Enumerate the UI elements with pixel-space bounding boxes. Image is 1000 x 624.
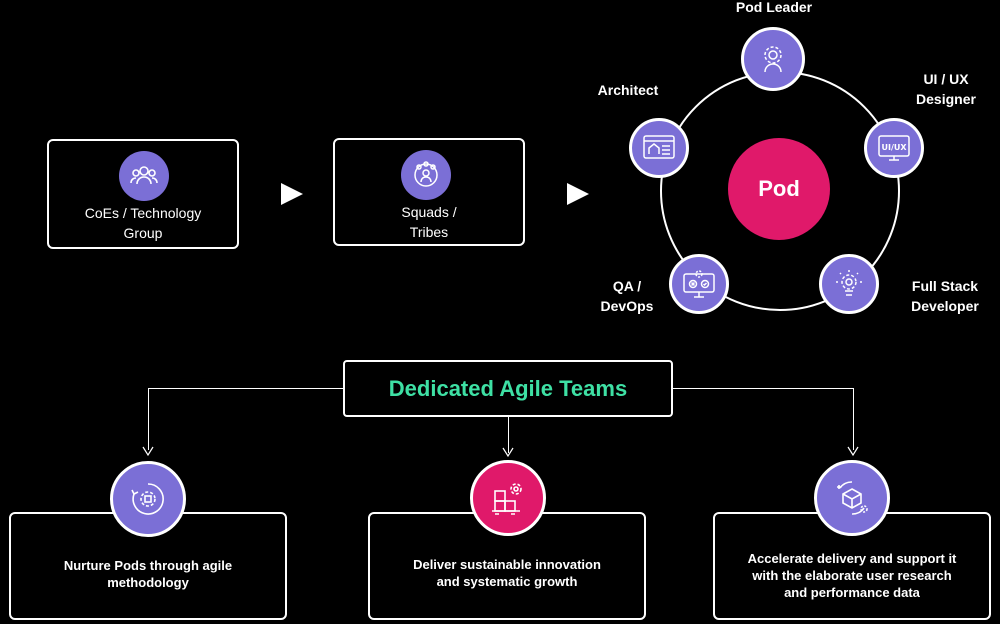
connector-mid-v	[508, 417, 509, 453]
leader-icon	[764, 46, 782, 73]
connector-right-h	[673, 388, 853, 389]
pod-leader-node	[741, 27, 805, 91]
agile-cycle-icon	[110, 461, 186, 537]
pod-leader-label: Pod Leader	[735, 0, 813, 15]
connector-right-v	[853, 388, 854, 450]
svg-text:UI/UX: UI/UX	[881, 143, 907, 152]
group-icon	[119, 151, 169, 201]
flow-arrow-2	[567, 183, 589, 205]
ui-ux-icon: UI/UX	[878, 135, 910, 161]
accelerate-delivery-text: Accelerate delivery and support it with …	[747, 551, 957, 600]
pod-center-label: Pod	[758, 176, 800, 201]
full-stack-node	[819, 254, 879, 314]
monitor-check-icon	[683, 270, 715, 298]
innovation-boxes-icon	[470, 460, 546, 536]
qa-devops-node	[669, 254, 729, 314]
lightbulb-gear-icon	[836, 270, 862, 296]
agile-title-box: Dedicated Agile Teams	[343, 360, 673, 417]
coes-technology-group-box: CoEs / Technology Group	[47, 139, 239, 249]
architect-label: Architect	[597, 82, 659, 98]
blueprint-icon	[643, 135, 675, 159]
agile-title: Dedicated Agile Teams	[388, 375, 628, 401]
flow-arrow-1	[281, 183, 303, 205]
ui-ux-label: UI / UX Designer	[916, 71, 976, 107]
squad-icon	[401, 150, 451, 200]
connector-left-v	[148, 388, 149, 450]
architect-node	[629, 118, 689, 178]
squads-tribes-box: Squads / Tribes	[333, 138, 525, 246]
delivery-package-icon	[814, 460, 890, 536]
pod-center: Pod	[728, 138, 830, 240]
nurture-pods-text: Nurture Pods through agile methodology	[63, 558, 233, 590]
coes-technology-group-label: CoEs / Technology Group	[84, 205, 202, 241]
qa-devops-label: QA / DevOps	[600, 278, 654, 314]
full-stack-label: Full Stack Developer	[911, 278, 979, 314]
ui-ux-node: UI/UX	[864, 118, 924, 178]
sustainable-innovation-text: Deliver sustainable innovation and syste…	[413, 557, 601, 589]
connector-left-h	[148, 388, 343, 389]
squads-tribes-label: Squads / Tribes	[401, 204, 457, 240]
